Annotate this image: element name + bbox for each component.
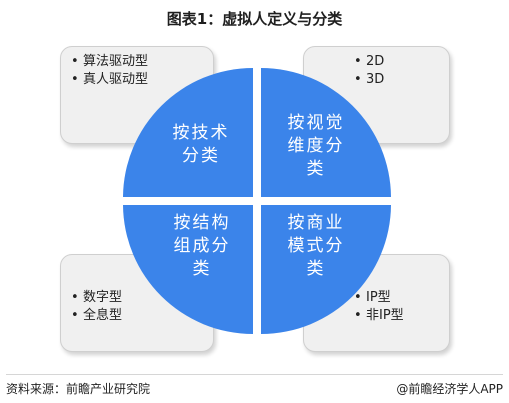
bullet: •: [354, 308, 362, 323]
item-list: • IP型 • 非IP型: [354, 289, 404, 325]
item-label: 2D: [366, 54, 385, 69]
bullet: •: [354, 54, 362, 69]
footer-divider: [6, 374, 503, 375]
item-label: 非IP型: [366, 308, 404, 323]
quadrant-label-business: 按商业 模式分 类: [287, 213, 345, 279]
item-label: 数字型: [83, 290, 123, 305]
item-label: 算法驱动型: [83, 54, 149, 69]
item-label: 全息型: [83, 308, 123, 323]
item-list: • 算法驱动型 • 真人驱动型: [71, 53, 148, 89]
bullet: •: [71, 290, 79, 305]
list-item: • 2D: [354, 53, 384, 71]
page-title: 图表1：虚拟人定义与分类: [166, 10, 343, 28]
quadrant-bottom-right: [261, 205, 391, 334]
bullet: •: [71, 54, 79, 69]
bullet: •: [354, 290, 362, 305]
item-label: 3D: [366, 72, 385, 87]
item-label: IP型: [366, 290, 391, 305]
quadrant-label-visual: 按视觉 维度分 类: [287, 113, 345, 179]
brand-credit: @前瞻经济学人APP: [396, 382, 503, 396]
list-item: • 数字型: [71, 289, 122, 307]
bullet: •: [354, 72, 362, 87]
quadrant-label-structure: 按结构 组成分 类: [173, 213, 231, 279]
quadrant-label-technology: 按技术 分类: [172, 123, 230, 166]
quadrant-group: [123, 68, 391, 334]
item-list: • 数字型 • 全息型: [71, 289, 122, 325]
list-item: • 3D: [354, 71, 384, 89]
list-item: • 全息型: [71, 307, 122, 325]
list-item: • 非IP型: [354, 307, 404, 325]
bullet: •: [71, 308, 79, 323]
source-note: 资料来源：前瞻产业研究院: [6, 382, 151, 396]
list-item: • 算法驱动型: [71, 53, 148, 71]
item-list: • 2D • 3D: [354, 53, 384, 89]
quadrant-top-left: [123, 68, 253, 197]
quadrant-top-right: [261, 68, 391, 197]
item-label: 真人驱动型: [83, 72, 149, 87]
list-item: • IP型: [354, 289, 404, 307]
list-item: • 真人驱动型: [71, 71, 148, 89]
quadrant-bottom-left: [123, 205, 253, 334]
bullet: •: [71, 72, 79, 87]
